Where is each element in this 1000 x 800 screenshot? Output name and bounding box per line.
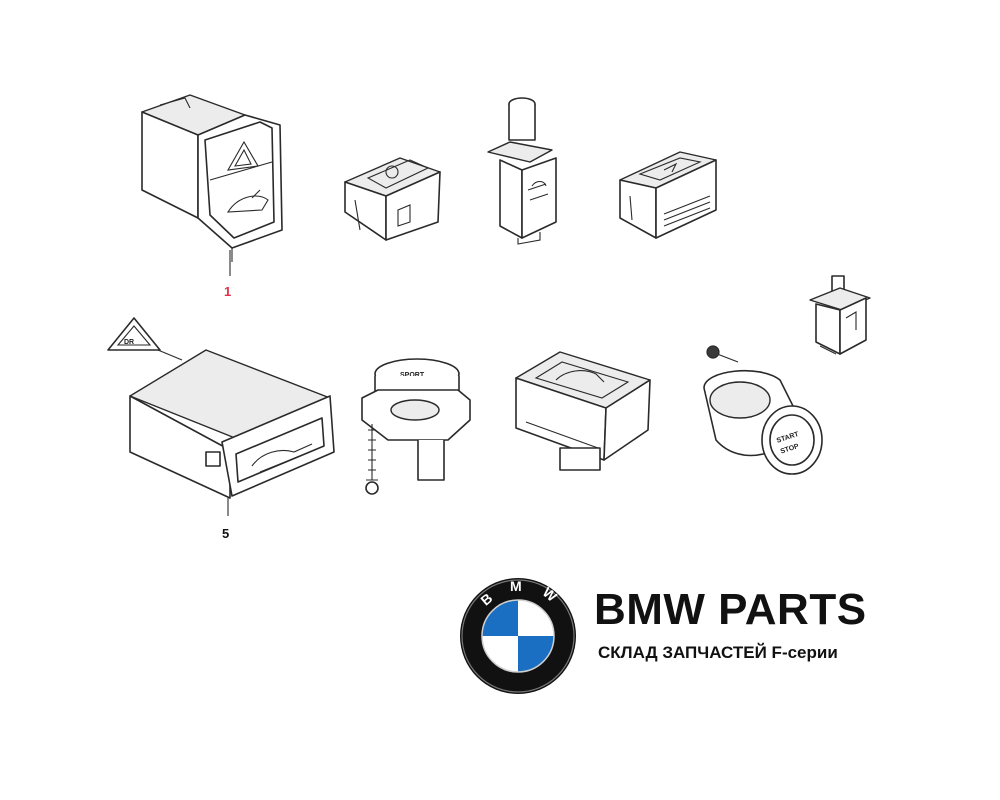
rocker-switch-part [344, 157, 441, 241]
seat-heating-switch-part: DR [107, 317, 335, 516]
part-5-label: 5 [222, 526, 229, 541]
sport-button-label: SPORT [400, 372, 425, 379]
trunk-button-part [515, 351, 651, 471]
window-switch-part [619, 151, 717, 239]
svg-text:M: M [510, 578, 522, 594]
pin-switch-part [809, 275, 871, 355]
part-1-label: 1 [224, 284, 231, 299]
svg-text:DR: DR [124, 339, 134, 346]
hazard-triangle-icon [226, 140, 259, 171]
start-stop-button-part: START STOP [703, 345, 823, 475]
bmw-logo: B M W [460, 578, 576, 694]
brand-title: BMW PARTS [594, 585, 867, 634]
plunger-switch-part [487, 97, 557, 245]
hazard-switch-part [141, 94, 283, 276]
sport-button-part: SPORT [361, 358, 471, 495]
brand-subtitle: СКЛАД ЗАПЧАСТЕЙ F-серии [598, 643, 838, 662]
